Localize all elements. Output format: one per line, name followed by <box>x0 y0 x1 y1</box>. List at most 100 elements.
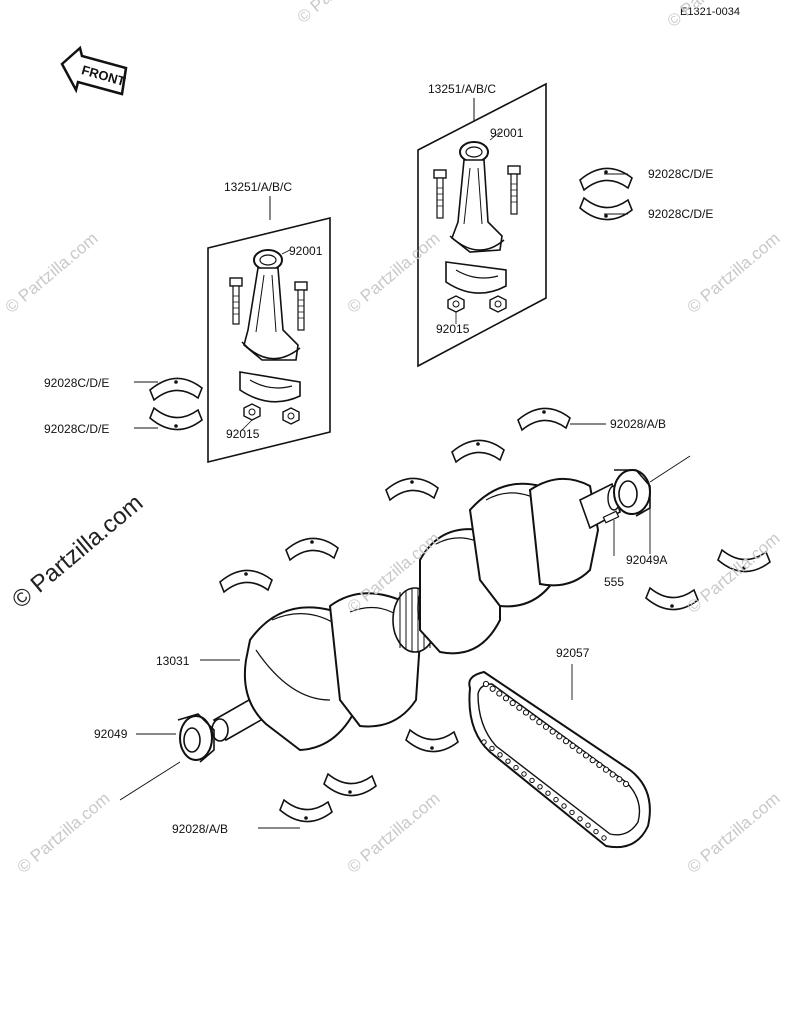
chain-link <box>536 718 543 726</box>
nut-left-a <box>243 403 261 421</box>
chain-link <box>529 714 536 721</box>
bolt-left-a <box>229 277 243 325</box>
chain-link <box>549 728 556 735</box>
conrod-box-left <box>207 196 331 464</box>
bearing-oil-hole <box>304 816 308 820</box>
label-bearing-ab-upper: 92028/A/B <box>610 417 667 431</box>
bearing-oil-hole <box>742 566 746 570</box>
chain-link <box>481 739 487 745</box>
chain-link <box>545 790 551 796</box>
label-nut-right: 92015 <box>436 322 470 336</box>
oil-seal-left <box>177 713 215 763</box>
bearing-oil-hole <box>174 380 178 384</box>
bearing-oil-hole <box>310 540 314 544</box>
chain-link <box>489 685 496 692</box>
nut-right-b <box>489 295 507 313</box>
label-crankshaft: 13031 <box>156 654 190 668</box>
connecting-rod-right <box>449 141 505 253</box>
front-arrow-icon: FRONT <box>60 45 128 96</box>
chain-link <box>561 803 567 809</box>
chain-link <box>556 733 563 740</box>
bearing-shell <box>385 477 439 502</box>
label-pin: 555 <box>604 575 625 589</box>
bearing-oil-hole <box>670 604 674 608</box>
bearing-oil-hole <box>542 410 546 414</box>
chain-link <box>522 709 530 716</box>
rod-cap-right <box>445 261 507 294</box>
chain-link <box>513 764 519 771</box>
bearing-shell <box>451 439 505 464</box>
label-bolt-left: 92001 <box>289 244 323 258</box>
bearing-oil-hole <box>476 442 480 446</box>
chain-link <box>489 745 495 752</box>
bolt-right-b <box>507 165 521 215</box>
chain-link <box>562 738 570 745</box>
chain-link <box>601 835 607 841</box>
label-conrod-left: 13251/A/B/C <box>224 180 293 194</box>
chain-link <box>569 809 575 816</box>
chain-link <box>497 752 503 758</box>
label-chain: 92057 <box>556 646 590 660</box>
chain-link <box>589 757 596 764</box>
label-bearing-ab-lower: 92028/A/B <box>172 822 229 836</box>
chain-link <box>616 776 623 783</box>
nut-right-a <box>447 295 465 313</box>
label-oil-seal-left: 92049 <box>94 727 128 741</box>
chain-link <box>622 780 630 788</box>
bearing-oil-hole <box>604 170 608 174</box>
conrod-box-right <box>417 82 547 368</box>
bearing-oil-hole <box>348 790 352 794</box>
bolt-left-b <box>294 281 308 331</box>
label-conrod-right: 13251/A/B/C <box>428 82 497 96</box>
chain-link <box>553 796 559 803</box>
label-oil-seal-right: 92049A <box>626 553 668 567</box>
bearing-shell <box>717 548 771 573</box>
rod-cap-left <box>239 371 301 403</box>
chain-link <box>577 816 583 822</box>
chain-link <box>509 699 516 707</box>
bearing-shell <box>149 377 203 402</box>
bearing-oil-hole <box>430 746 434 750</box>
label-bearing-cde-right-upper: 92028C/D/E <box>648 167 714 181</box>
label-nut-left: 92015 <box>226 427 260 441</box>
chain-link <box>502 695 510 702</box>
chain-link <box>596 761 603 769</box>
chain-link <box>529 777 535 784</box>
cam-chain <box>468 670 651 848</box>
bearing-shell <box>405 728 459 753</box>
bearing-shell <box>517 407 571 432</box>
chain-link <box>585 822 591 828</box>
nut-left-b <box>282 407 300 425</box>
chain-link <box>609 771 616 778</box>
bearing-shell <box>645 586 699 611</box>
bearing-oil-hole <box>174 424 178 428</box>
chain-link <box>569 742 576 750</box>
bearing-shell <box>279 798 333 823</box>
label-bearing-cde-left-upper: 92028C/D/E <box>44 376 110 390</box>
bearing-shell <box>219 569 273 594</box>
chain-link <box>482 680 490 688</box>
chain-link <box>593 828 599 835</box>
bearing-oil-hole <box>244 572 248 576</box>
chain-link <box>576 747 583 754</box>
oil-seal-right <box>613 469 651 517</box>
bearing-shell <box>323 772 377 797</box>
crankshaft <box>211 477 621 752</box>
chain-link <box>582 752 590 759</box>
connecting-rod-left <box>241 249 301 361</box>
bearing-shells <box>149 167 771 823</box>
label-bearing-cde-left-lower: 92028C/D/E <box>44 422 110 436</box>
bearing-oil-hole <box>410 480 414 484</box>
bearing-shell <box>149 406 203 431</box>
label-bolt-right: 92001 <box>490 126 524 140</box>
chain-link <box>542 723 550 730</box>
chain-link <box>521 771 527 777</box>
bearing-shell <box>285 537 339 562</box>
drawing-code: E1321-0034 <box>680 6 740 18</box>
chain-link <box>537 784 543 790</box>
leader-lines <box>119 173 691 829</box>
chain-link <box>602 766 610 773</box>
chain-link <box>505 758 511 764</box>
chain-link <box>496 690 503 697</box>
